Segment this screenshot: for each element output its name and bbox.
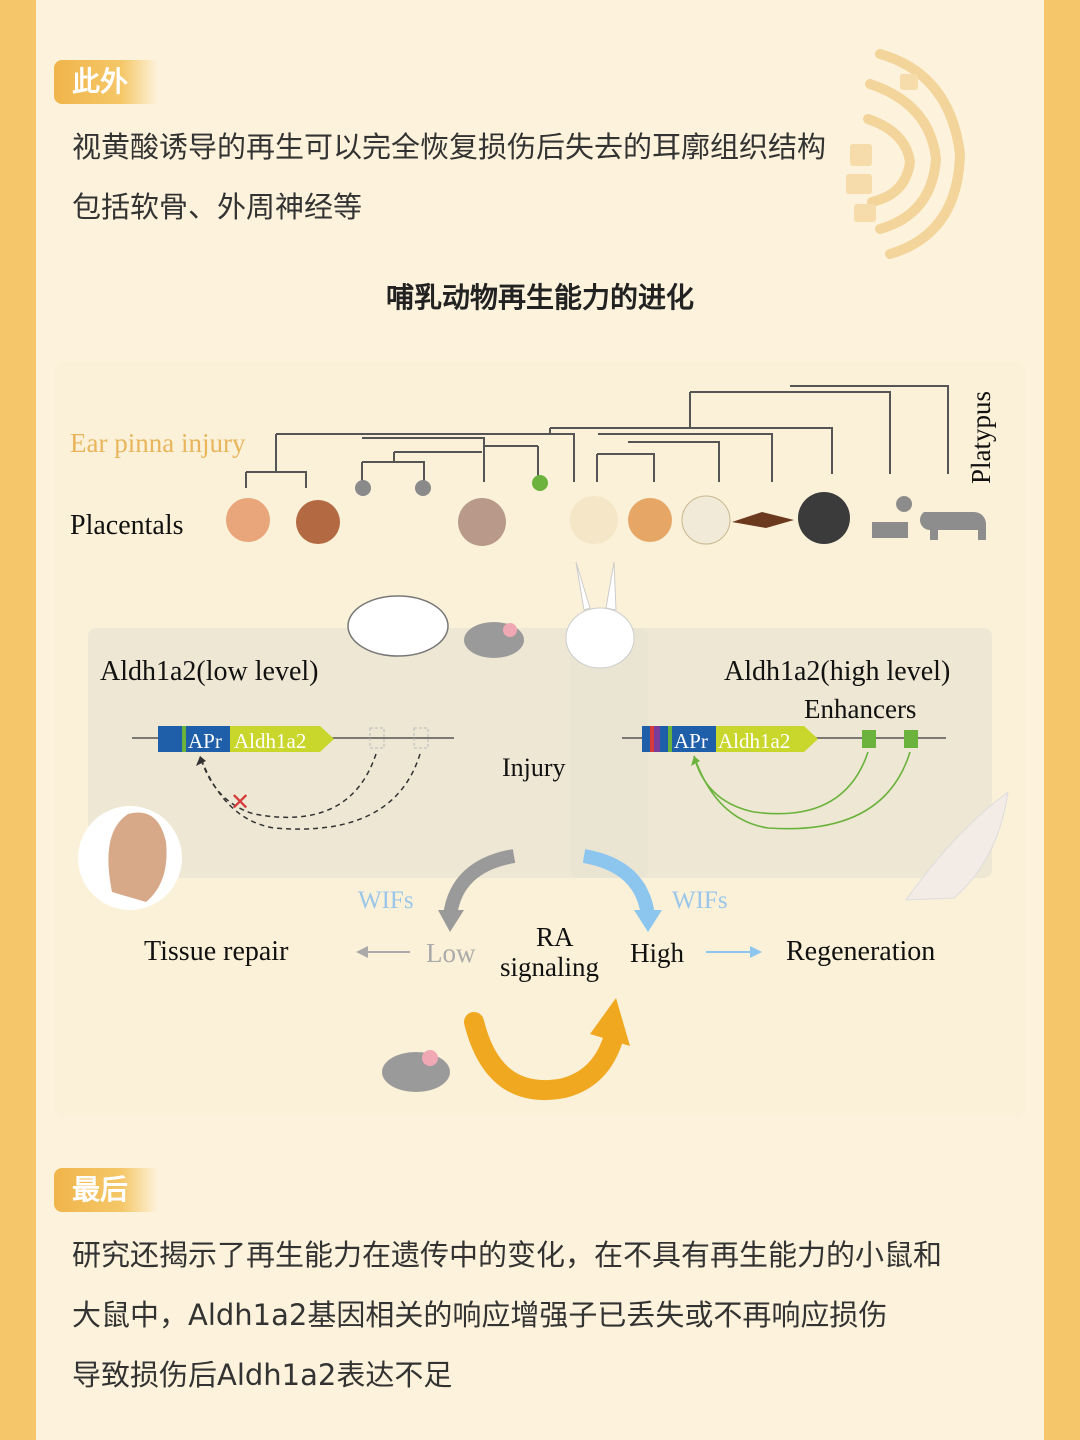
- injury-label: Injury: [502, 753, 566, 782]
- human-icon: [226, 498, 270, 542]
- promoter-box: [642, 726, 650, 752]
- low-panel-title: Aldh1a2(low level): [100, 656, 319, 687]
- gray-mouse-icon: [382, 1052, 450, 1092]
- high-label: High: [630, 938, 685, 968]
- gene-box: [716, 726, 818, 752]
- high-level-panel: [570, 628, 992, 878]
- elephant-icon: [920, 512, 986, 540]
- apr-box: [672, 726, 716, 752]
- bird-icon: [732, 512, 794, 528]
- wifs-label-left: WIFs: [358, 887, 414, 914]
- blocked-x-icon: ✕: [230, 788, 250, 816]
- section-tag: 此外: [54, 60, 158, 104]
- paragraph-line: 研究还揭示了再生能力在遗传中的变化，在不具有再生能力的小鼠和: [72, 1238, 943, 1272]
- rabbit-icon: [565, 607, 635, 669]
- paragraph-line: 大鼠中，Aldh1a2基因相关的响应增强子已丢失或不再响应损伤: [72, 1298, 888, 1332]
- apr-box: [186, 726, 230, 752]
- orange-up-arrow-icon: [464, 1012, 624, 1101]
- regeneration-label: Regeneration: [786, 936, 935, 967]
- enhancer-box: [904, 730, 918, 748]
- rabbit-ear-icon: [905, 790, 1009, 901]
- lemur-icon: [872, 496, 913, 538]
- mouse-ear-icon: [108, 812, 167, 902]
- high-panel-title: Aldh1a2(high level): [724, 656, 950, 687]
- promoter-box: [158, 726, 182, 752]
- apr-label: APr: [188, 729, 222, 753]
- lost-enhancer-box: [413, 727, 429, 749]
- lab-animals: [347, 561, 635, 669]
- low-label: Low: [426, 938, 476, 968]
- paragraph-line: 视黄酸诱导的再生可以完全恢复损伤后失去的耳廓组织结构: [72, 130, 827, 164]
- figure-title: 哺乳动物再生能力的进化: [385, 281, 694, 314]
- ra-label: RA: [536, 922, 574, 952]
- chimp-icon: [798, 492, 850, 544]
- lost-enhancer-box: [369, 727, 385, 749]
- enhancers-label: Enhancers: [804, 694, 916, 724]
- decorative-pattern-icon: [846, 49, 966, 259]
- low-level-panel: [88, 628, 648, 878]
- node-dot: [355, 480, 371, 496]
- gene-box: [230, 726, 334, 752]
- species-icons: [226, 492, 986, 546]
- gene-label: Aldh1a2: [234, 729, 306, 753]
- apr-label: APr: [674, 729, 708, 753]
- rat-icon: [458, 498, 506, 546]
- dog-icon: [570, 496, 618, 544]
- paragraph-line: 包括软骨、外周神经等: [72, 190, 363, 224]
- section-tag: 最后: [54, 1168, 158, 1212]
- node-dot: [532, 475, 548, 491]
- signaling-label: signaling: [500, 952, 599, 982]
- node-dot: [415, 480, 431, 496]
- cat-icon: [628, 498, 672, 542]
- white-rat-icon: [347, 595, 449, 657]
- gene-label: Aldh1a2: [718, 729, 790, 753]
- enhancer-box: [862, 730, 876, 748]
- tissue-repair-label: Tissue repair: [144, 936, 289, 967]
- paragraph-line: 导致损伤后Aldh1a2表达不足: [72, 1358, 453, 1392]
- sheep-icon: [681, 495, 731, 545]
- placentals-label: Placentals: [70, 510, 184, 541]
- evolution-diagram: Ear pinna injury Placentals Platypus Ald…: [70, 385, 1009, 1101]
- platypus-label: Platypus: [966, 391, 996, 484]
- wifs-label-right: WIFs: [672, 887, 728, 914]
- monkey-icon: [296, 500, 340, 544]
- phylogenetic-tree: [245, 385, 949, 488]
- ear-pinna-injury-label: Ear pinna injury: [70, 428, 246, 458]
